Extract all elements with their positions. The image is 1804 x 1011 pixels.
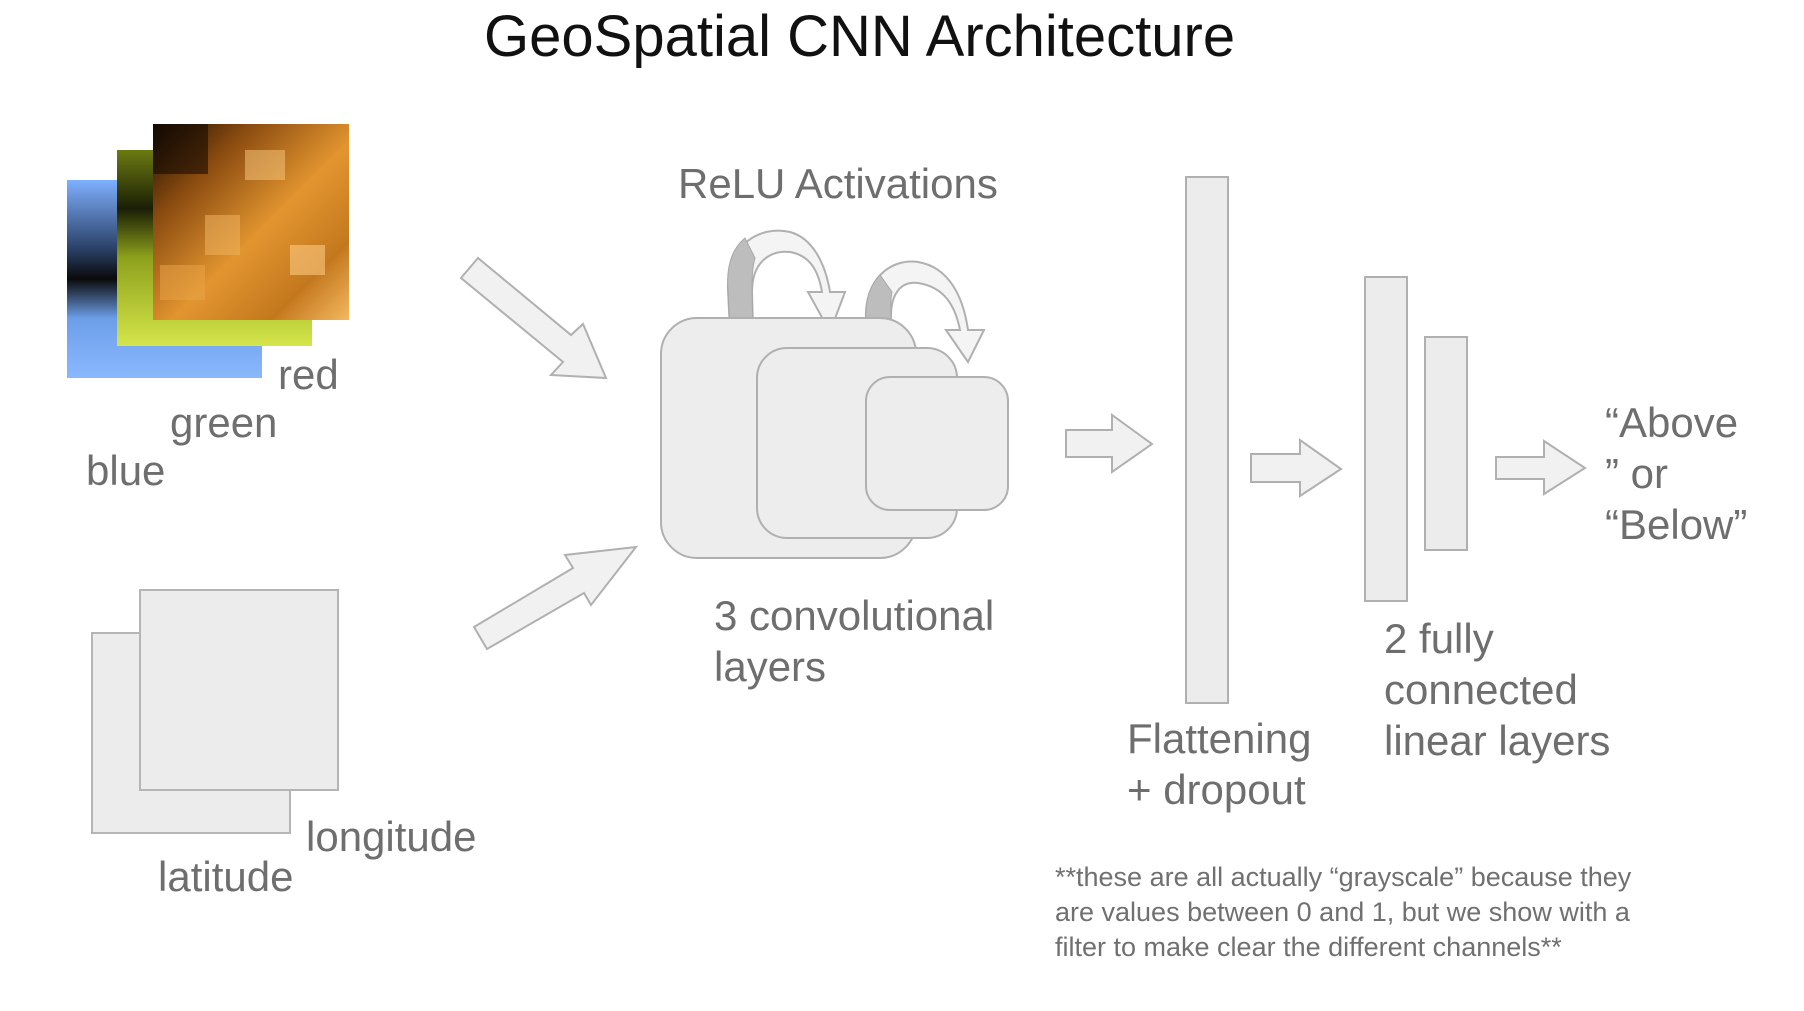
fc-layer-2 — [1424, 336, 1468, 551]
relu-activations-label: ReLU Activations — [678, 160, 998, 207]
diagram-title: GeoSpatial CNN Architecture — [484, 4, 1236, 69]
conv-layer-3 — [865, 376, 1009, 511]
blue-channel-label: blue — [86, 447, 166, 494]
flatten-to-fc-arrow — [1250, 438, 1343, 498]
fc-layers-label: 2 fully connected linear layers — [1384, 615, 1611, 765]
longitude-label: longitude — [306, 813, 477, 860]
image-channel-stack — [67, 124, 349, 378]
output-label: “Above ” or “Below” — [1605, 399, 1748, 549]
fc-layer-1 — [1364, 276, 1408, 602]
flatten-label: Flattening + dropout — [1127, 715, 1312, 814]
fc-to-output-arrow — [1495, 439, 1587, 496]
red-channel-label: red — [278, 351, 339, 398]
longitude-square — [139, 589, 339, 791]
coordinate-channel-stack — [91, 589, 339, 834]
red-channel-texture — [153, 124, 325, 300]
latitude-label: latitude — [158, 853, 294, 900]
coords-to-conv-arrow — [472, 545, 639, 651]
flatten-layer-bar — [1185, 176, 1229, 704]
conv-layers-label: 3 convolutional layers — [714, 592, 995, 691]
conv-layer-stack — [660, 317, 1009, 559]
conv-to-flatten-arrow — [1065, 413, 1154, 474]
image-to-conv-arrow — [459, 256, 608, 380]
green-channel-label: green — [170, 399, 278, 446]
footnote: **these are all actually “grayscale” bec… — [1055, 862, 1632, 963]
